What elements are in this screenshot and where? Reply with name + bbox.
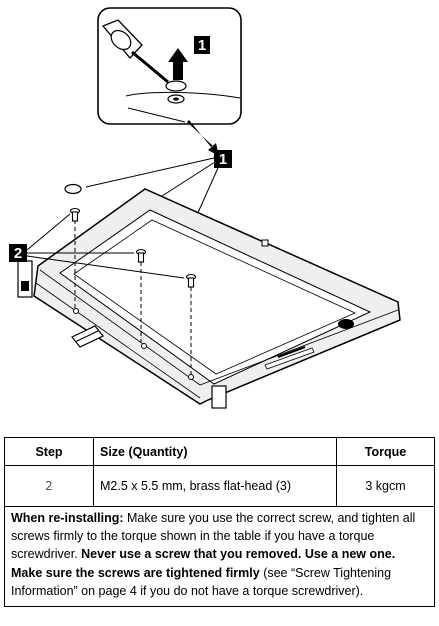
note-row: When re-installing: Make sure you use th… (4, 505, 435, 608)
cell-step: 2 (4, 465, 94, 507)
callout-2 (9, 244, 27, 262)
cell-size: M2.5 x 5.5 mm, brass flat-head (3) (93, 465, 337, 507)
screws (69, 207, 197, 376)
note-text-2: (see “Screw Tightening Information” on p… (11, 565, 392, 598)
callout-1-inset-label: 1 (198, 37, 206, 54)
callout-2-leaders (26, 213, 185, 279)
zoom-inset: 1 (97, 7, 242, 125)
callout-2-label: 2 (14, 245, 22, 262)
inset-pointer-arrow (187, 120, 219, 156)
callout-1-inset (194, 36, 210, 54)
assembly-illustration: 1 1 (9, 7, 401, 409)
note-warning: Never use a screw that you removed. Use … (11, 547, 396, 580)
reinstall-note: When re-installing: Make sure you use th… (4, 505, 435, 608)
header-size: Size (Quantity) (93, 437, 337, 466)
header-torque: Torque (336, 437, 435, 466)
screw-spec-table: Step Size (Quantity) Torque 2 M2.5 x 5.5… (4, 437, 435, 608)
note-text-1: Make sure you use the correct screw, and… (11, 511, 416, 562)
table-header-row: Step Size (Quantity) Torque (4, 437, 435, 466)
cell-torque: 3 kgcm (336, 465, 435, 507)
callout-1-label: 1 (219, 151, 227, 168)
note-lead: When re-installing: (11, 511, 124, 525)
callout-1 (214, 150, 232, 168)
table-row: 2 M2.5 x 5.5 mm, brass flat-head (3) 3 k… (4, 465, 435, 507)
header-step: Step (4, 437, 94, 466)
